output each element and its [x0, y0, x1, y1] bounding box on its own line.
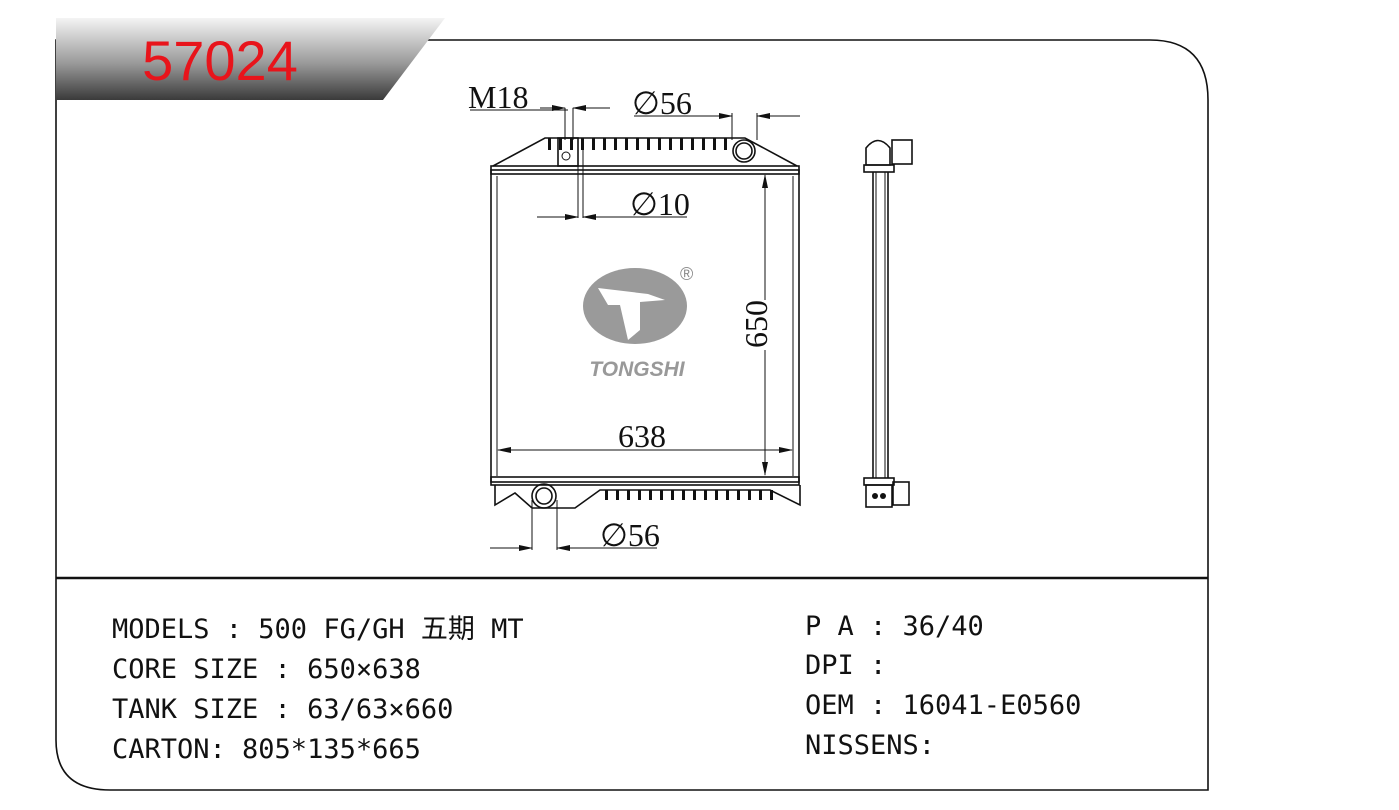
tank-fin	[614, 138, 617, 150]
tank-fin	[636, 138, 639, 150]
radiator-front-view	[490, 137, 801, 509]
dimension-lines	[470, 105, 800, 551]
spec-carton: CARTON: 805*135*665	[112, 734, 421, 765]
tank-fin	[592, 138, 595, 150]
spec-right-column: P A : 36/40 DPI : OEM : 16041-E0560 NISS…	[805, 611, 1081, 761]
spec-core-size: CORE SIZE : 650×638	[112, 654, 421, 685]
spec-models: MODELS : 500 FG/GH 五期 MT	[112, 614, 524, 645]
tank-fin	[638, 490, 641, 500]
tank-fin	[603, 138, 606, 150]
tank-fin	[680, 138, 683, 150]
radiator-side-view	[863, 139, 913, 508]
tongshi-logo: ® TONGSHI	[583, 264, 693, 381]
part-number: 57024	[142, 29, 298, 92]
tank-fin	[605, 490, 608, 500]
dim-core-height: 650	[738, 300, 774, 348]
spec-nissens: NISSENS:	[805, 730, 935, 761]
tank-fin	[759, 490, 762, 500]
part-number-tab: 57024	[56, 18, 445, 100]
spec-oem: OEM : 16041-E0560	[805, 690, 1081, 721]
tank-fin	[704, 490, 707, 500]
tank-fin	[649, 490, 652, 500]
tank-fin	[660, 490, 663, 500]
tank-fin	[737, 490, 740, 500]
tank-fin	[570, 138, 573, 150]
tank-fin	[647, 138, 650, 150]
tank-fin	[713, 138, 716, 150]
tank-fin	[627, 490, 630, 500]
dim-core-width: 638	[618, 418, 666, 454]
tank-fin	[625, 138, 628, 150]
tank-fin	[693, 490, 696, 500]
dim-outlet-diameter: ∅56	[600, 517, 660, 553]
logo-brand-text: TONGSHI	[589, 358, 685, 381]
sheet-frame	[55, 39, 1209, 791]
tank-fin	[770, 490, 773, 500]
tank-fin	[682, 490, 685, 500]
spec-tank-size: TANK SIZE : 63/63×660	[112, 694, 453, 725]
tank-fin	[616, 490, 619, 500]
dim-m18: M18	[468, 79, 528, 115]
tank-fin	[702, 138, 705, 150]
dim-inlet-diameter: ∅56	[632, 85, 692, 121]
spec-pa: P A : 36/40	[805, 611, 984, 642]
tank-fin	[548, 138, 551, 150]
registered-mark: ®	[680, 264, 693, 284]
tank-fin	[748, 490, 751, 500]
tank-fin	[559, 138, 562, 150]
dim-pin-diameter: ∅10	[630, 186, 690, 222]
tank-fin	[671, 490, 674, 500]
spec-left-column: MODELS : 500 FG/GH 五期 MT CORE SIZE : 650…	[112, 614, 524, 765]
spec-dpi: DPI :	[805, 650, 886, 681]
tank-fin	[658, 138, 661, 150]
tank-fin	[715, 490, 718, 500]
tank-fin	[691, 138, 694, 150]
tank-fin	[724, 138, 727, 150]
tank-fin	[669, 138, 672, 150]
tank-fin	[726, 490, 729, 500]
